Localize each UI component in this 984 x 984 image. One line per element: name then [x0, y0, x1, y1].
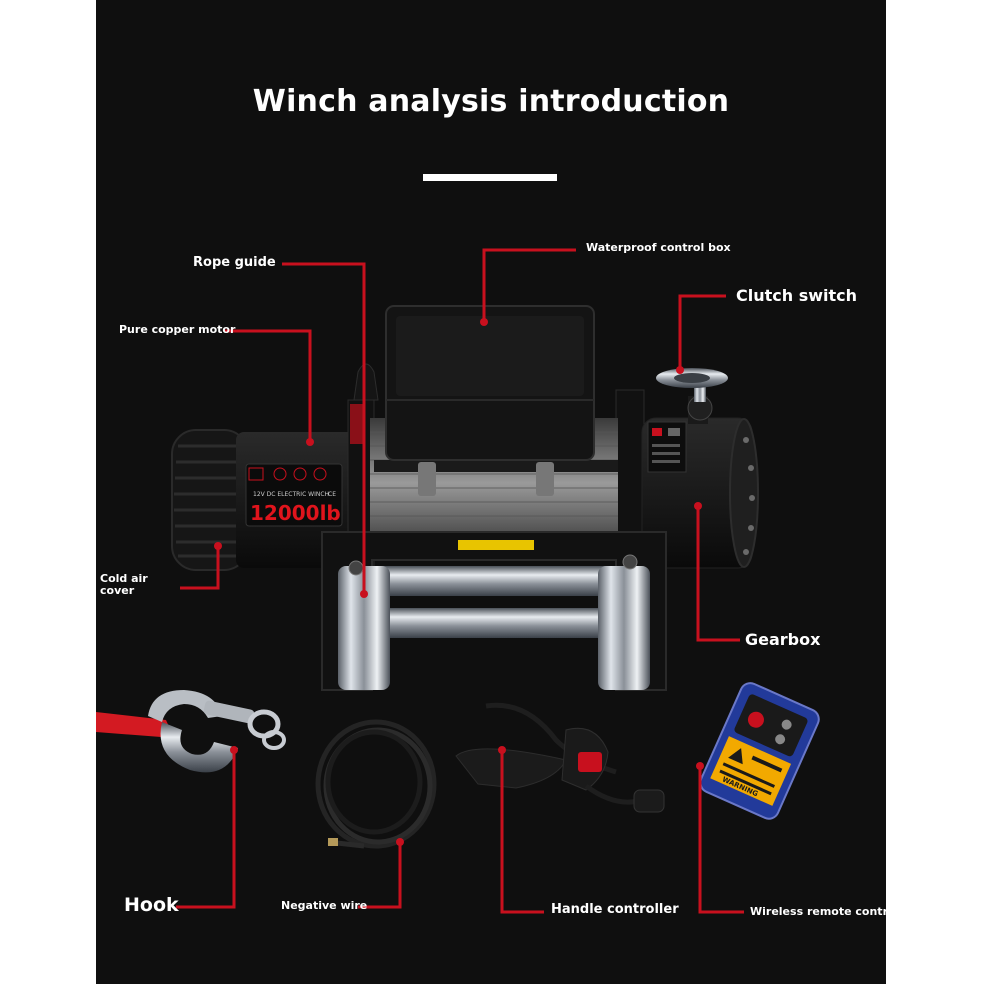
negative-wire-illustration — [315, 719, 437, 849]
label-cold-air-cover: Cold air cover — [100, 572, 148, 598]
label-rope-guide: Rope guide — [193, 255, 276, 270]
label-wireless-remote-control: Wireless remote control — [750, 905, 886, 918]
product-poster: 12V DC ELECTRIC WINCH CE 12000lb WARNING… — [96, 0, 886, 984]
page-title: Winch analysis introduction — [252, 84, 730, 119]
label-handle-controller: Handle controller — [551, 902, 679, 917]
handle-controller-illustration — [455, 702, 665, 813]
leader-lines — [176, 248, 744, 914]
winch-body — [171, 305, 759, 691]
winch-illustration: 12V DC ELECTRIC WINCH CE 12000lb WARNING — [96, 248, 820, 914]
wireless-remote-illustration — [699, 682, 820, 820]
label-clutch-switch: Clutch switch — [736, 286, 858, 305]
ce-marking: CE — [328, 491, 336, 498]
title-underline — [423, 174, 557, 181]
label-pure-copper-motor: Pure copper motor — [119, 323, 236, 336]
voltage-marking: 12V DC ELECTRIC WINCH — [253, 491, 329, 498]
hook-illustration — [96, 690, 286, 773]
capacity-marking: 12000lb — [250, 501, 341, 525]
label-waterproof-control-box: Waterproof control box — [586, 241, 731, 254]
label-negative-wire: Negative wire — [281, 899, 368, 912]
label-hook: Hook — [124, 894, 179, 916]
label-gearbox: Gearbox — [745, 630, 821, 649]
